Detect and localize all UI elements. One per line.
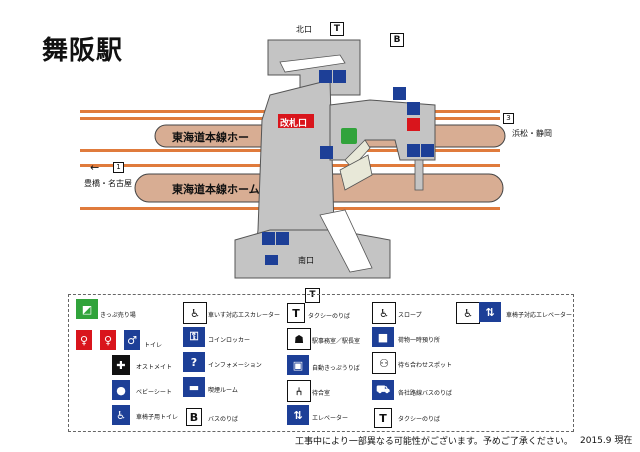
toilet-female-icon: ♀ <box>76 330 92 350</box>
taxi-stop-icon: T <box>374 408 392 428</box>
legend-information: インフォメーション <box>208 362 262 369</box>
legend-accessible-toilet: 車椅子用トイレ <box>136 414 179 421</box>
legend-wheelchair-escalator: 車いす対応エスカレーター <box>208 312 281 319</box>
bus-marker: B <box>390 33 404 47</box>
legend-box <box>68 294 574 432</box>
east-stair-lower <box>339 154 373 191</box>
legend-taxi-stop-2: タクシーのりば <box>398 416 441 423</box>
waiting-room-icon: ⑃ <box>287 380 311 402</box>
construction-notice: 工事中により一部異なる可能性がございます。予めご了承ください。 <box>295 437 573 447</box>
wheelchair-icon <box>319 70 332 83</box>
legend-company-bus: 各社路線バスのりば <box>398 390 453 397</box>
taxi-stop-icon: T <box>287 303 305 323</box>
meeting-spot-icon: ⚇ <box>372 352 396 374</box>
elevator-icon: ⇅ <box>479 302 501 322</box>
toilet-male-icon: ♂ <box>124 330 140 350</box>
track-number-3: 3 <box>503 113 514 124</box>
bus-stop-icon: B <box>186 408 202 426</box>
legend-meeting-spot: 待ち合わせスポット <box>398 362 453 369</box>
ostomate-icon: ✚ <box>112 355 130 375</box>
baby-seat-icon: ● <box>112 380 130 400</box>
ticket-machine-icon: ◩ <box>76 299 98 319</box>
north-exit-label: 北口 <box>296 25 312 34</box>
north-stair <box>279 54 346 73</box>
legend-wheelchair-elevator: 車椅子対応エレベーター <box>506 312 573 319</box>
ticket-gate <box>278 114 314 128</box>
information-icon: ? <box>183 352 205 372</box>
legend-auto-fare: 自動きっぷうりば <box>312 365 360 372</box>
station-office-icon: ☗ <box>287 328 311 350</box>
legend-elevator: エレベーター <box>312 415 349 422</box>
wheelchair-icon <box>262 232 275 245</box>
east-elevator-shaft <box>414 159 424 191</box>
station-title: 舞阪駅 <box>42 36 124 66</box>
ticket-gate-label: 改札口 <box>280 119 308 129</box>
platform-upper-label: 東海道本線ホー <box>172 131 249 144</box>
legend-header-taxi: T <box>305 288 320 303</box>
accessible-toilet-icon: ♿ <box>112 405 130 425</box>
arrow-left-icon: ← <box>90 161 100 174</box>
legend-ticket-machine: きっぷ売り場 <box>100 312 136 319</box>
wheelchair-icon <box>393 87 406 100</box>
elevator-icon <box>265 255 278 265</box>
toilet-female-icon: ♀ <box>100 330 116 350</box>
direction-left-label: 豊橋・名古屋 <box>84 179 132 188</box>
legend-station-office: 駅事務室／駅長室 <box>312 338 361 345</box>
legend-smoking-room: 喫煙ルーム <box>208 387 238 394</box>
elevator-icon <box>421 144 434 157</box>
wheelchair-icon <box>407 144 420 157</box>
legend-luggage: 荷物一時預り所 <box>398 337 441 344</box>
wheelchair-elevator-icon: ♿ <box>456 302 480 324</box>
smoking-room-icon: ▬ <box>183 377 205 397</box>
elevator-icon: ⇅ <box>287 405 309 425</box>
slope-icon: ♿ <box>372 302 396 324</box>
legend-slope: スロープ <box>398 312 422 319</box>
legend-taxi-stop: タクシーのりば <box>308 313 351 320</box>
wheelchair-escalator-icon: ♿ <box>183 302 207 324</box>
south-building <box>234 229 391 279</box>
coin-locker-icon: ⚿ <box>183 327 205 347</box>
platform-lower-label: 東海道本線ホーム <box>172 183 260 196</box>
station-map <box>80 39 506 279</box>
elevator-icon <box>276 232 289 245</box>
legend-coin-locker: コインロッカー <box>208 337 251 344</box>
toilet-icon <box>407 118 420 131</box>
company-bus-icon: ⛟ <box>372 380 394 400</box>
south-exit-label: 南口 <box>298 256 314 265</box>
ticket-machine-icon <box>341 128 357 144</box>
taxi-marker: T <box>330 22 344 36</box>
legend-toilet: トイレ <box>144 342 163 349</box>
auto-fare-icon: ▣ <box>287 355 309 375</box>
south-stair <box>319 209 373 273</box>
legend-bus-stop: バスのりば <box>208 416 239 423</box>
station-office-icon <box>320 146 333 159</box>
legend-waiting-room: 待合室 <box>312 390 331 397</box>
elevator-icon <box>407 102 420 115</box>
date-label: 2015.9 現在 <box>580 436 633 446</box>
toilet-icon <box>333 70 346 83</box>
track-number-1: 1 <box>113 162 124 173</box>
luggage-icon: ■ <box>372 327 394 347</box>
direction-right-label: 浜松・静岡 <box>512 129 552 138</box>
legend-ostomate: オストメイト <box>136 364 173 371</box>
legend-baby-seat: ベビーシート <box>136 389 172 396</box>
